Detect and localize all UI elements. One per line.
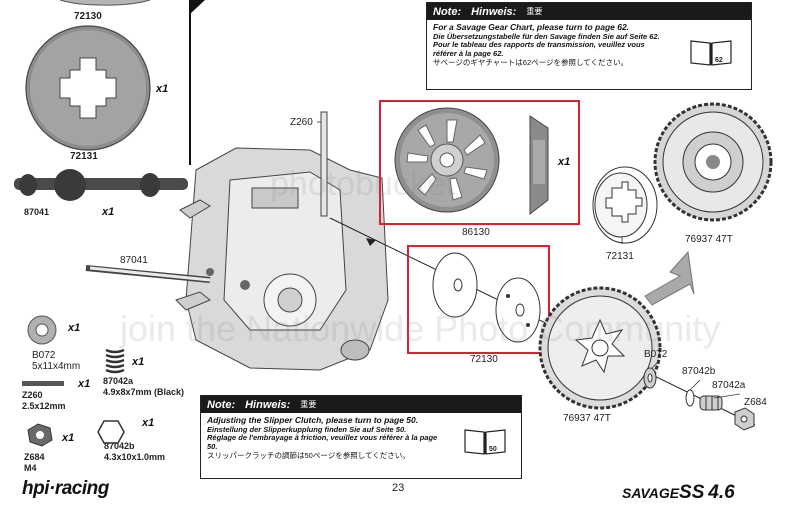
diagram-z684-nut bbox=[734, 407, 755, 431]
size-87042b: 4.3x10x1.0mm bbox=[104, 452, 166, 462]
book-icon bbox=[690, 40, 732, 66]
note-text-fr: Pour le tableau des rapports de transmis… bbox=[433, 40, 645, 59]
label-72130-diagram: 72130 bbox=[470, 354, 498, 365]
savage-logo-ss: SS bbox=[679, 482, 705, 503]
book-page-50: 50 bbox=[489, 446, 497, 453]
note-text-de: Die Übersetzungstabelle für den Savage f… bbox=[433, 31, 660, 41]
qty-b072: x1 bbox=[68, 322, 81, 334]
label-87042b-diagram: 87042b bbox=[682, 366, 716, 377]
note-slipper-body: Adjusting the Slipper Clutch, please tur… bbox=[201, 413, 453, 463]
note-text-en: Adjusting the Slipper Clutch, please tur… bbox=[207, 415, 419, 425]
diagram-87042b-washer bbox=[685, 389, 695, 407]
size-z260: 2.5x12mm bbox=[22, 401, 66, 411]
qty-z260: x1 bbox=[78, 378, 91, 390]
part-87042b-washer bbox=[97, 420, 125, 444]
label-87042b-left: 87042b bbox=[104, 441, 135, 451]
label-72130-top: 72130 bbox=[74, 11, 102, 22]
watermark-photobucket: photobucket bbox=[270, 165, 456, 203]
size-87042a: 4.9x8x7mm (Black) bbox=[103, 387, 185, 397]
qty-z684: x1 bbox=[62, 432, 75, 444]
part-86130-side-view bbox=[529, 115, 549, 216]
diagram-87042a-spring bbox=[699, 395, 723, 411]
part-72130-plate-b bbox=[495, 277, 541, 343]
qty-87042a: x1 bbox=[132, 356, 145, 368]
hpi-racing-logo: hpi·racing bbox=[22, 478, 109, 499]
qty-87041: x1 bbox=[102, 206, 115, 218]
note-slipper-header: Note: Hinweis: 重要 bbox=[201, 396, 521, 413]
watermark-community: join the Nationwide Photo Community bbox=[120, 308, 721, 349]
diagram-87041-shaft bbox=[85, 265, 250, 290]
label-z684: Z684 bbox=[24, 452, 45, 462]
part-72130-plate-a bbox=[432, 252, 478, 318]
note-jp-badge: 重要 bbox=[300, 400, 317, 409]
note-gear-chart-body: For a Savage Gear Chart, please turn to … bbox=[427, 20, 675, 70]
label-87041-left: 87041 bbox=[24, 207, 50, 217]
label-87041-diagram: 87041 bbox=[120, 255, 148, 266]
part-72130-top-disc bbox=[59, 0, 151, 6]
size-b072: 5x11x4mm bbox=[32, 361, 81, 372]
note-text-jp: スリッパークラッチの調節は50ページを参照してください。 bbox=[207, 450, 410, 460]
part-z260-pin bbox=[22, 381, 64, 386]
label-b072: B072 bbox=[32, 350, 56, 361]
book-page-62: 62 bbox=[715, 57, 723, 64]
qty-87042b: x1 bbox=[142, 417, 155, 429]
diagram-b072-bearing bbox=[643, 367, 657, 389]
note-gear-chart-header: Note: Hinweis: 重要 bbox=[427, 3, 751, 20]
direction-arrow bbox=[644, 250, 695, 306]
page-number: 23 bbox=[392, 482, 405, 494]
gear-76937-top bbox=[653, 102, 773, 222]
qty-86130: x1 bbox=[558, 156, 571, 168]
qty-72131: x1 bbox=[156, 83, 169, 95]
part-86130-hub bbox=[394, 107, 500, 213]
note-text-jp: サベージのギヤチャートは62ページを参照してください。 bbox=[433, 57, 629, 67]
note-text-de: Einstellung der Slipperkupplung finden S… bbox=[207, 424, 407, 434]
label-z260-diagram: Z260 bbox=[290, 117, 313, 128]
note-text-fr: Réglage de l'embrayage à friction, veuil… bbox=[207, 433, 438, 452]
note-gear-chart: Note: Hinweis: 重要 For a Savage Gear Char… bbox=[426, 2, 752, 90]
label-87042a: 87042a bbox=[103, 376, 134, 386]
highlight-box-86130 bbox=[379, 100, 580, 225]
note-jp-badge: 重要 bbox=[526, 7, 543, 16]
label-gear-bottom: 76937 47T bbox=[563, 413, 611, 424]
note-title: Note: bbox=[433, 5, 462, 18]
part-87042a-spring bbox=[105, 348, 125, 374]
part-b072-bearing bbox=[27, 315, 57, 345]
axis-arrowhead bbox=[366, 238, 376, 246]
gear-76937-bottom bbox=[538, 286, 662, 410]
label-72131: 72131 bbox=[70, 151, 98, 162]
label-z260: Z260 bbox=[22, 390, 43, 400]
label-72131-diagram: 72131 bbox=[606, 251, 634, 262]
part-72131-pad bbox=[25, 25, 151, 151]
label-87042a-diagram: 87042a bbox=[712, 380, 746, 391]
gearbox-housing bbox=[175, 147, 389, 371]
book-icon bbox=[464, 429, 506, 455]
savage-logo-prefix: SAVAGE bbox=[622, 485, 680, 501]
label-gear-top: 76937 47T bbox=[685, 234, 733, 245]
size-z684: M4 bbox=[24, 463, 37, 473]
savage-ss-logo: SAVAGESS 4.6 bbox=[622, 482, 735, 504]
leader-lines bbox=[317, 121, 741, 399]
highlight-box-72130 bbox=[407, 245, 550, 354]
assembly-axis-line bbox=[329, 217, 756, 426]
diagram-72131-pad bbox=[592, 166, 658, 244]
part-z684-nut bbox=[27, 423, 53, 447]
label-86130: 86130 bbox=[462, 227, 490, 238]
note-title-de: Hinweis: bbox=[471, 5, 517, 18]
note-title-de: Hinweis: bbox=[245, 398, 291, 411]
note-text-en: For a Savage Gear Chart, please turn to … bbox=[433, 22, 630, 32]
diagram-z260-pin bbox=[320, 111, 328, 217]
note-title: Note: bbox=[207, 398, 236, 411]
savage-logo-num: 4.6 bbox=[708, 482, 735, 503]
label-z684-diagram: Z684 bbox=[744, 397, 767, 408]
step-corner-tab bbox=[190, 0, 205, 14]
label-b072-diagram: B072 bbox=[644, 349, 668, 360]
part-87041-shaft bbox=[14, 169, 188, 201]
note-slipper-clutch: Note: Hinweis: 重要 Adjusting the Slipper … bbox=[200, 395, 522, 479]
